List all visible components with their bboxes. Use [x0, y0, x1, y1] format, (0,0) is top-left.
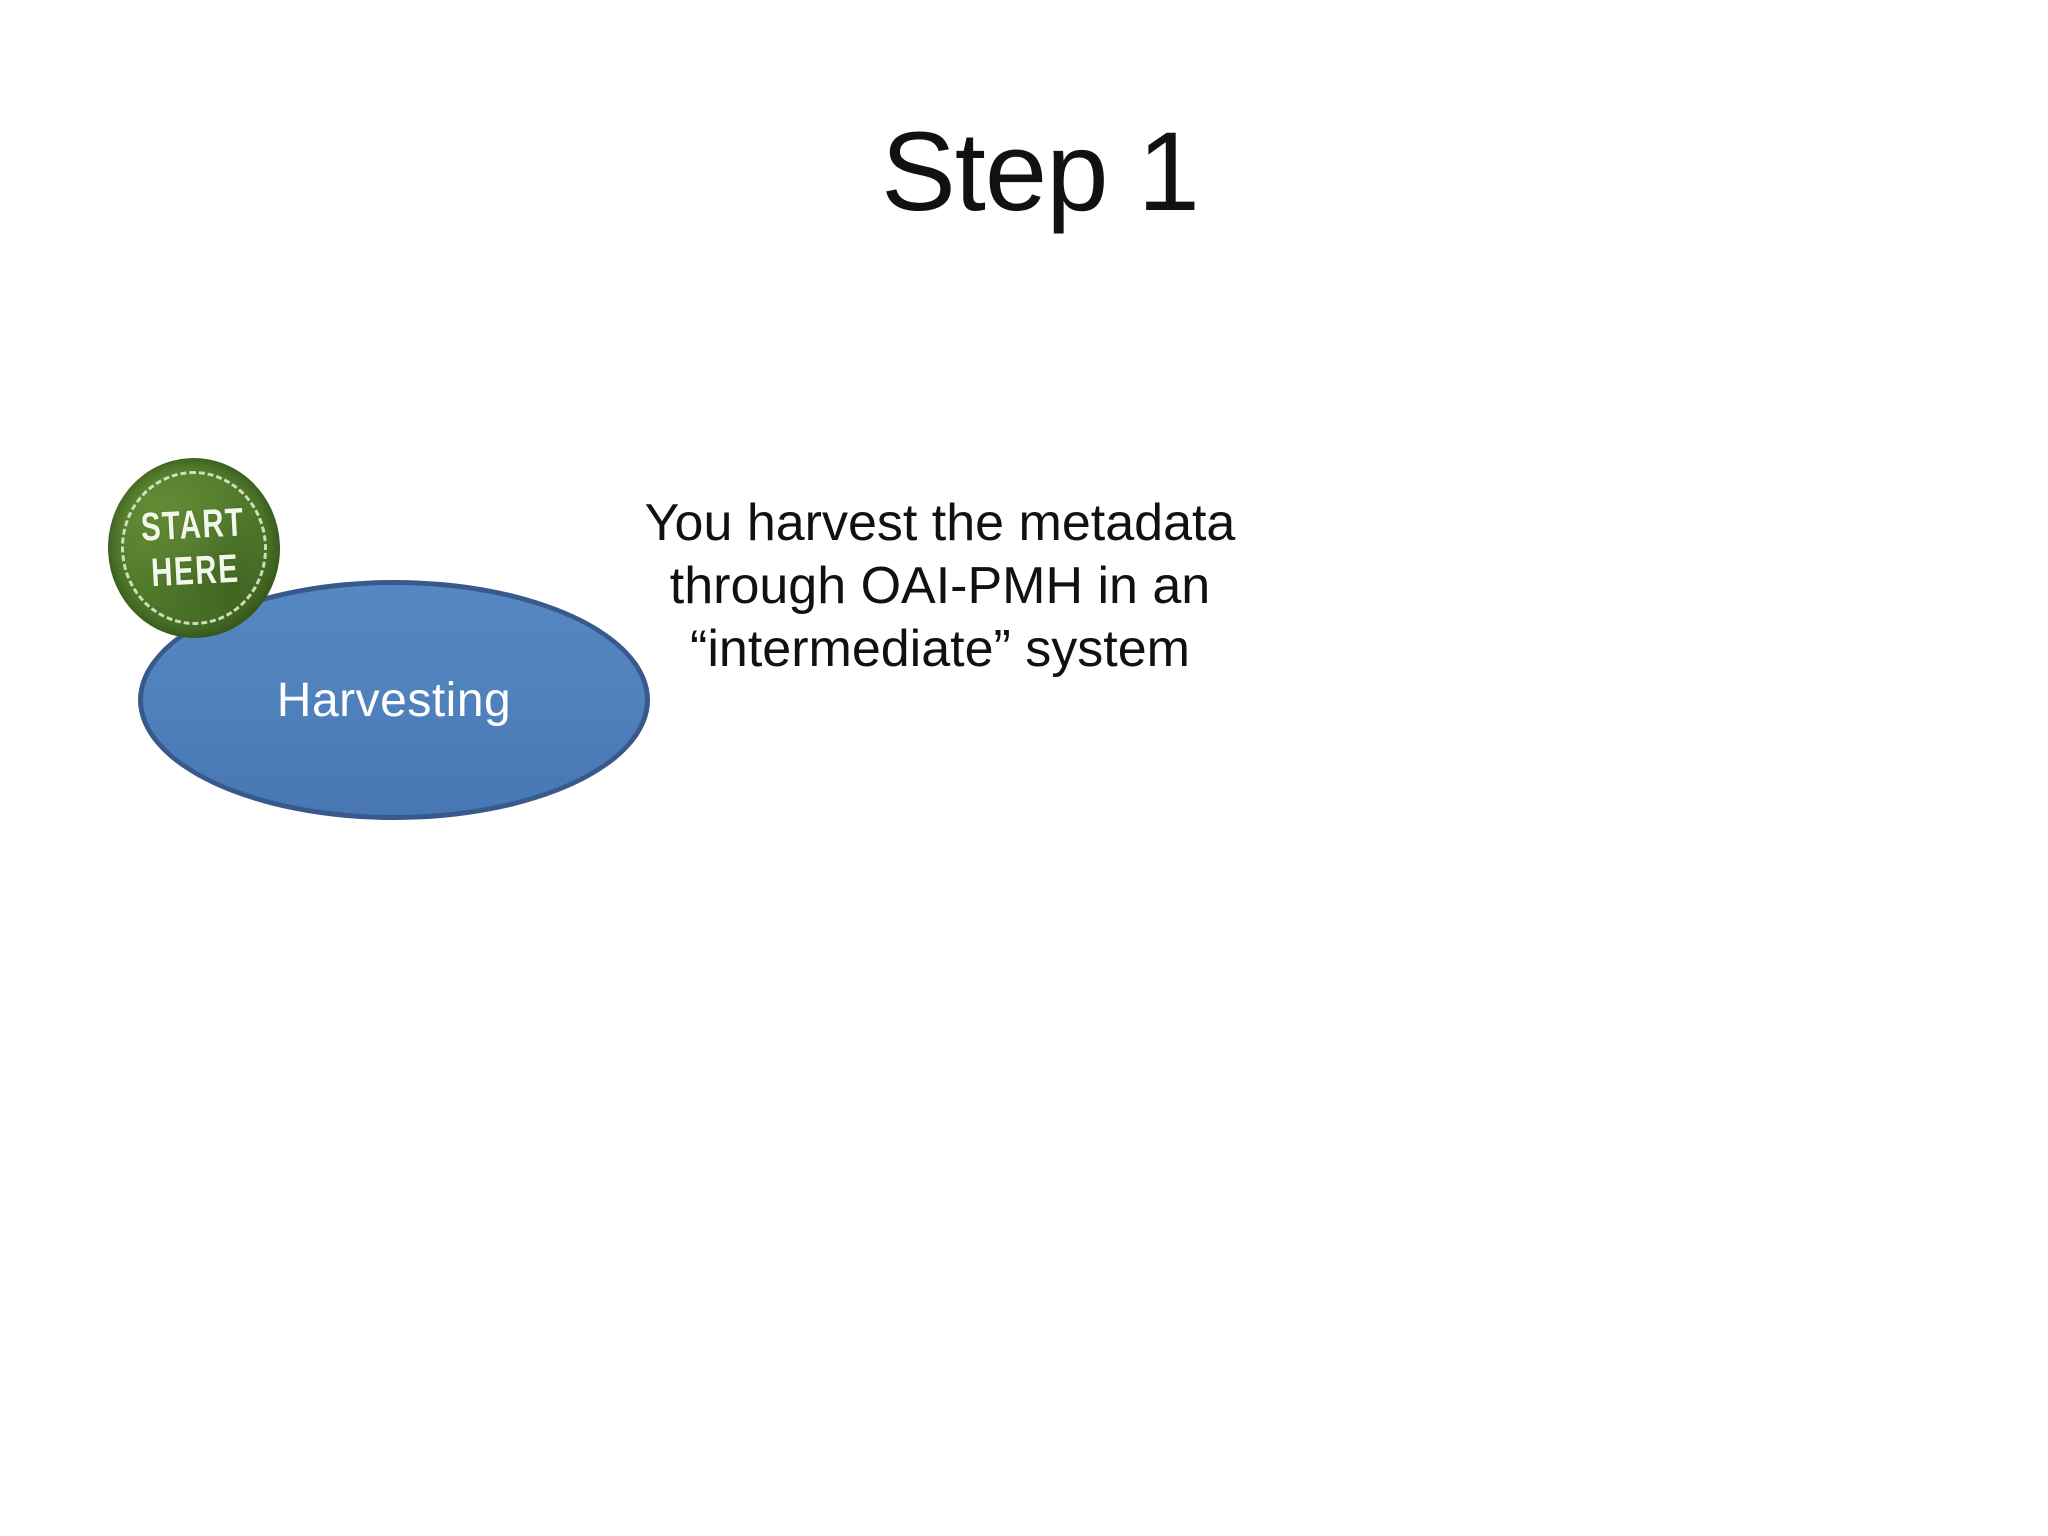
- stamp-text-line2: HERE: [150, 546, 241, 596]
- page-title: Step 1: [881, 109, 1200, 234]
- description-text-block: You harvest the metadata through OAI-PMH…: [640, 492, 1240, 681]
- stamp-text: START HERE: [126, 455, 263, 641]
- start-here-stamp-icon: START HERE: [103, 453, 285, 643]
- description-line-3: “intermediate” system: [690, 620, 1190, 678]
- harvesting-label: Harvesting: [276, 673, 512, 727]
- description-line-2: through OAI-PMH in an: [669, 557, 1211, 615]
- stamp-text-line1: START: [139, 500, 246, 550]
- description-line-1: You harvest the metadata: [644, 494, 1236, 552]
